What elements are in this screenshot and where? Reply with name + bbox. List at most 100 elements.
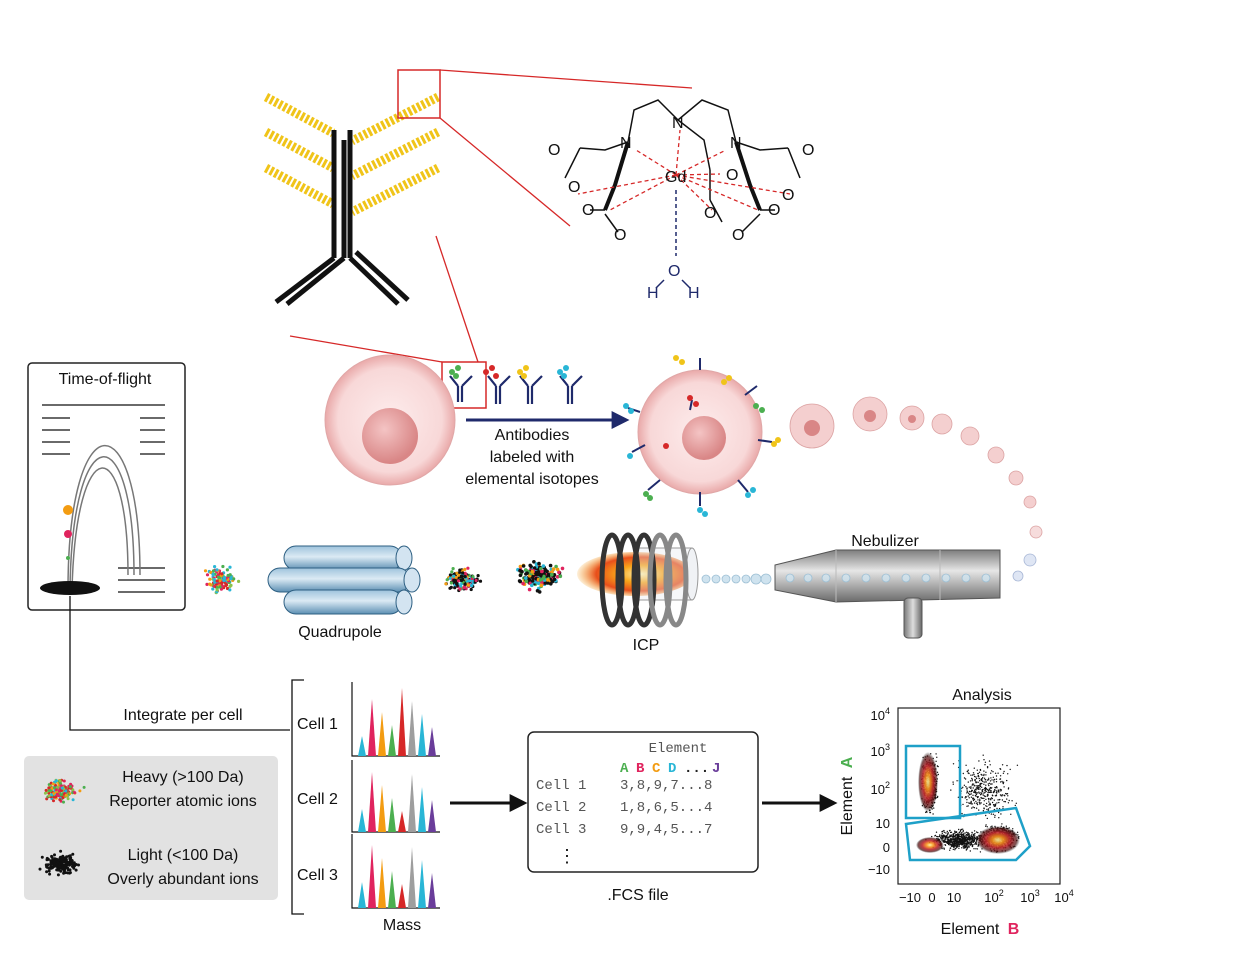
spectrum-peak-1-5	[398, 688, 406, 756]
antibody-illustration	[263, 69, 693, 306]
spectrum-peak-1-7	[418, 714, 426, 756]
spectrum-peak-3-4	[388, 871, 396, 908]
legend-light-line2: Overly abundant ions	[107, 871, 258, 888]
y-tick-4: 10	[876, 816, 890, 831]
antibodies-label-1: Antibodies	[495, 427, 570, 444]
spectrum-axes-1	[351, 682, 440, 757]
spectrum-peak-2-5	[398, 811, 406, 832]
y-tick-1: 104	[871, 706, 890, 723]
legend-light-cloud	[38, 849, 80, 877]
atom-h-2: H	[688, 285, 700, 302]
metal-label: Gd	[665, 169, 686, 186]
analysis-title: Analysis	[952, 687, 1012, 704]
cell-2-label: Cell 2	[297, 791, 338, 808]
spectrum-peak-1-3	[378, 712, 386, 756]
fcs-ellipsis: ⋮	[558, 848, 576, 868]
analysis-heat-regions	[916, 752, 1020, 854]
atom-o-2: O	[568, 179, 580, 196]
antibodies-label-2: labeled with	[490, 449, 575, 466]
atom-o-9: O	[726, 167, 738, 184]
cell-droplet-trail	[789, 396, 1043, 582]
atom-n-right: N	[730, 135, 742, 152]
atom-o-6: O	[782, 187, 794, 204]
atom-o-8: O	[732, 227, 744, 244]
x-tick-2: 0	[928, 890, 935, 905]
tof-ion-medium	[64, 530, 72, 538]
legend-box	[24, 756, 278, 900]
small-antibodies	[449, 365, 583, 404]
fcs-row-1-cell: Cell 1	[536, 778, 586, 794]
x-tick-5: 103	[1020, 888, 1039, 905]
spectrum-axes-2	[351, 760, 440, 833]
spectrum-peak-3-6	[408, 847, 416, 908]
cell-1-label: Cell 1	[297, 716, 338, 733]
spectrum-peak-3-5	[398, 884, 406, 908]
spectrum-peak-2-1	[358, 809, 366, 832]
nebulizer	[774, 549, 1001, 639]
legend-heavy-line2: Reporter atomic ions	[109, 793, 257, 810]
integrate-connector	[69, 596, 290, 731]
x-tick-1: −10	[899, 890, 921, 905]
spectrum-peak-2-8	[428, 800, 436, 832]
y-tick-2: 103	[871, 742, 890, 759]
x-tick-6: 104	[1054, 888, 1073, 905]
atom-o-10: O	[704, 205, 716, 222]
y-tick-6: −10	[868, 862, 890, 877]
legend-heavy-line1: Heavy (>100 Da)	[122, 769, 243, 786]
ion-cloud-mixed-1	[444, 566, 483, 593]
ion-cloud-mixed-2	[516, 560, 565, 594]
spectrum-peak-3-3	[378, 858, 386, 908]
zoom-line-upper	[435, 235, 479, 363]
fcs-column-4: D	[668, 761, 676, 777]
antibody-label-chains	[263, 92, 441, 217]
y-axis-letter: A	[839, 756, 856, 768]
x-axis-word: Element	[941, 921, 1000, 938]
spectrum-peak-2-4	[388, 798, 396, 832]
fcs-row-3-values: 9,9,4,5...7	[620, 822, 712, 838]
tof-ion-light	[66, 556, 70, 560]
spectrum-peak-3-2	[368, 845, 376, 908]
mass-label: Mass	[383, 917, 421, 934]
quadrupole-label: Quadrupole	[298, 624, 382, 641]
zoom-line-lower	[289, 335, 443, 363]
spectrum-peak-1-4	[388, 725, 396, 756]
atom-n-center: N	[672, 115, 684, 132]
mass-spectra	[351, 682, 440, 909]
gd-chelator-structure	[564, 99, 801, 289]
fcs-row-1-values: 3,8,9,7...8	[620, 778, 712, 794]
spectrum-peak-1-1	[358, 736, 366, 756]
ion-cloud-heavy	[203, 564, 241, 595]
labeled-cell	[623, 355, 781, 517]
spectrum-peak-1-8	[428, 727, 436, 756]
icp-label: ICP	[633, 637, 660, 654]
spectrum-peak-2-7	[418, 787, 426, 832]
time-of-flight-label: Time-of-flight	[59, 371, 152, 388]
cell-3-label: Cell 3	[297, 867, 338, 884]
atom-o-5: O	[802, 142, 814, 159]
x-axis-label: Element B	[941, 921, 1020, 938]
spectrum-peak-3-8	[428, 873, 436, 908]
fcs-file-box	[527, 731, 759, 873]
spectrum-peak-2-6	[408, 774, 416, 832]
unlabeled-cell	[324, 354, 456, 486]
tof-plates	[42, 404, 165, 593]
y-axis-word: Element	[839, 776, 856, 835]
fcs-column-1: A	[620, 761, 629, 777]
atom-n-left: N	[620, 135, 632, 152]
fcs-header: Element	[649, 741, 708, 757]
fcs-row-2-values: 1,8,6,5...4	[620, 800, 712, 816]
quadrupole	[267, 545, 421, 615]
fcs-column-2: B	[636, 761, 645, 777]
atom-o-7: O	[768, 202, 780, 219]
legend-light-line1: Light (<100 Da)	[128, 847, 239, 864]
fcs-row-3-cell: Cell 3	[536, 822, 586, 838]
atom-h-1: H	[647, 285, 659, 302]
x-axis-letter: B	[1008, 921, 1020, 938]
cells-bracket	[291, 679, 304, 915]
antibodies-label-3: elemental isotopes	[465, 471, 598, 488]
tof-ion-heavy	[63, 505, 73, 515]
